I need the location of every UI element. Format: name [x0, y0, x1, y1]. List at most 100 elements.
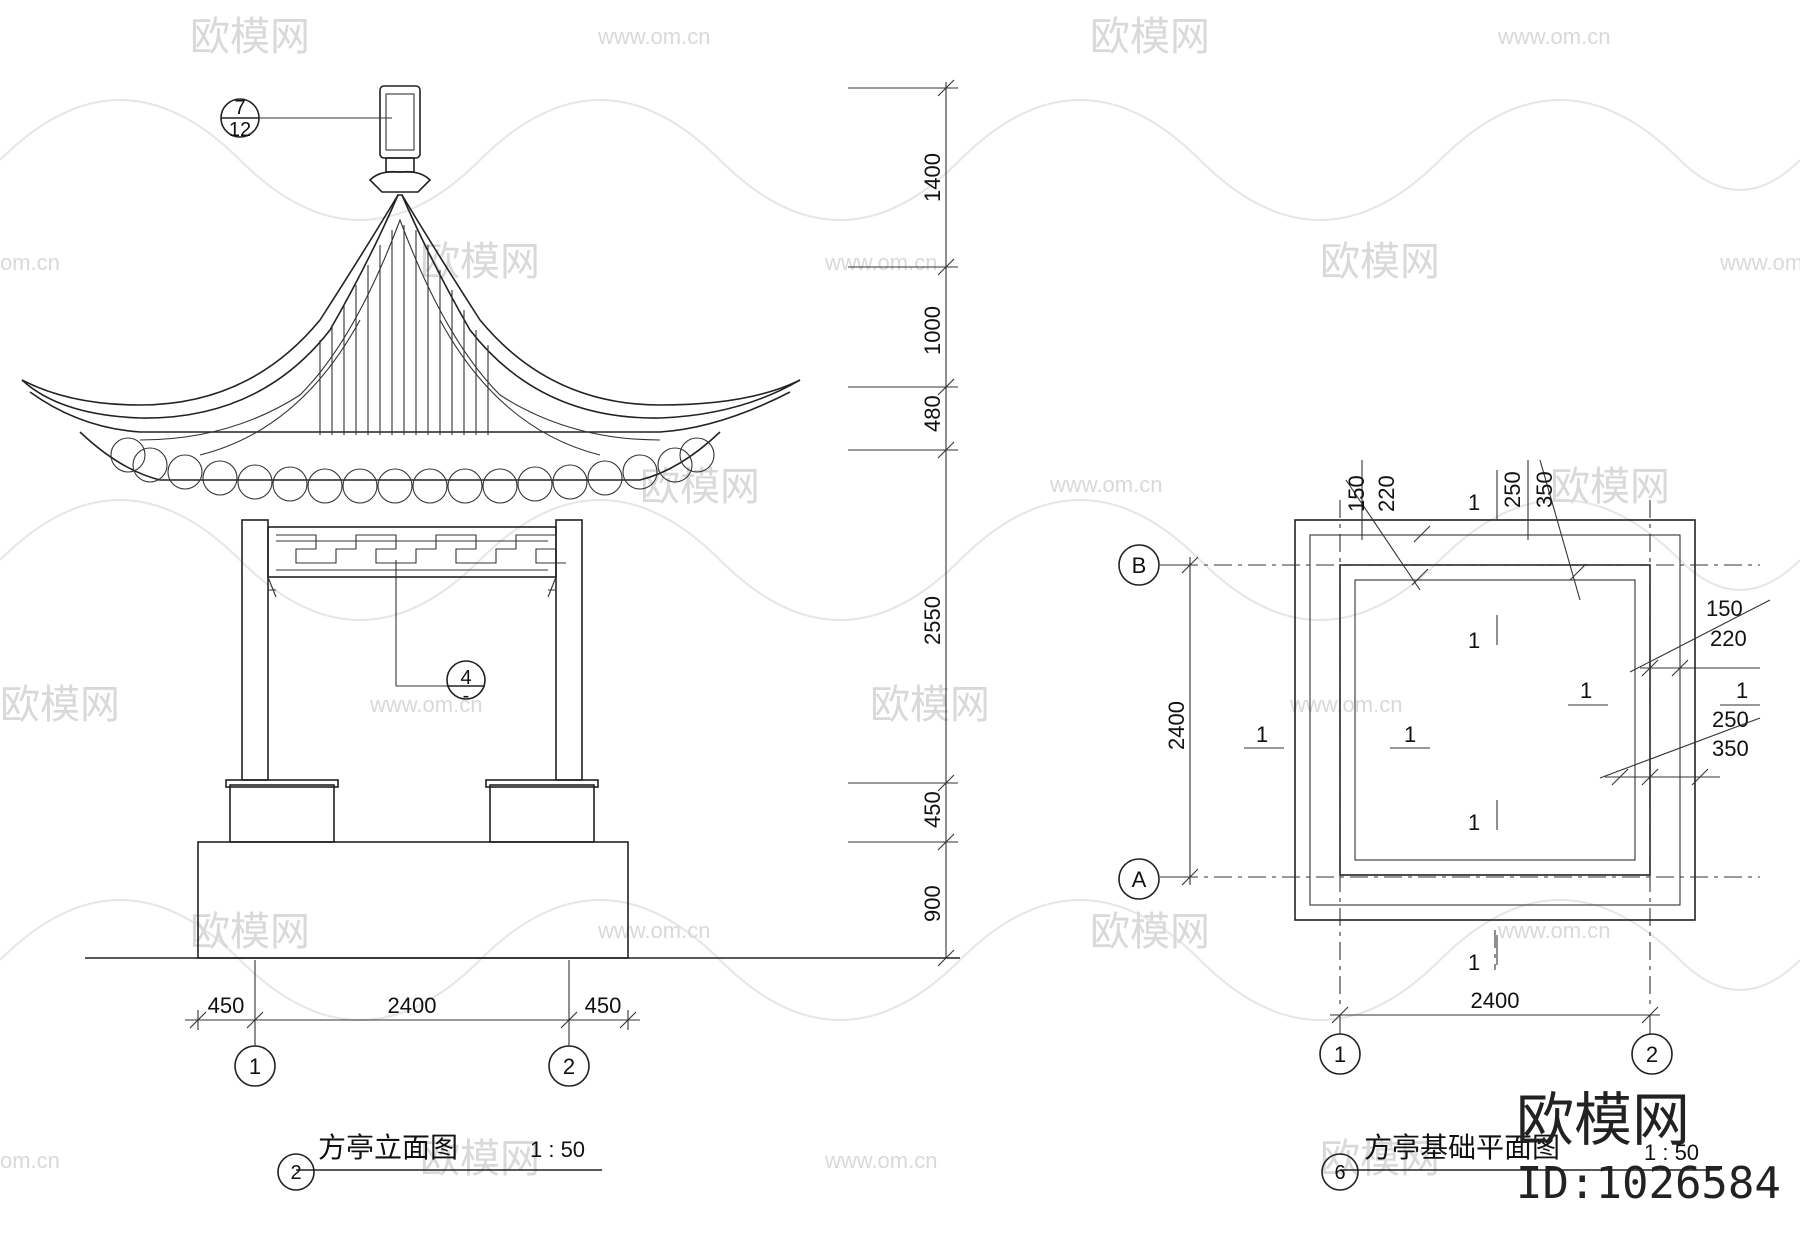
- watermark-logo: 欧模网: [1320, 240, 1440, 284]
- plan-dims-top-left: [1345, 460, 1431, 591]
- watermark-url: www.om.cn: [824, 1148, 937, 1173]
- elevation-vertical-dims: 1400 1000 480 2550 450 900: [848, 79, 958, 967]
- roof-finial: [368, 85, 432, 193]
- watermark-logo: 欧模网: [420, 240, 540, 284]
- dim-900: 900: [920, 885, 945, 922]
- axis-label-A: A: [1132, 867, 1147, 892]
- plinth-base: [197, 841, 629, 959]
- watermark-url: www.om.cn: [1497, 918, 1610, 943]
- dim-2550: 2550: [920, 596, 945, 645]
- footing-inner: [1339, 564, 1651, 876]
- watermark-logo: 欧模网: [420, 1137, 540, 1181]
- watermark-url: www.om.cn: [597, 918, 710, 943]
- plan-dims-right-upper: [1629, 599, 1771, 677]
- dim-1000: 1000: [920, 306, 945, 355]
- watermark-url: www.om.cn: [1049, 472, 1162, 497]
- plan-drawing-no: 6: [1334, 1162, 1345, 1184]
- watermark-url: www.om.cn: [1719, 250, 1800, 275]
- dim-450: 450: [920, 791, 945, 828]
- section-mark: 1: [1736, 678, 1748, 703]
- plan-title: 方亭基础平面图: [1364, 1131, 1560, 1164]
- column-base-left: [229, 784, 335, 843]
- elevation-title: 方亭立面图: [318, 1131, 458, 1164]
- axis-bubble-1: [234, 1045, 276, 1087]
- watermark-logo: 欧模网: [0, 683, 120, 727]
- axis-bubble-2: [548, 1045, 590, 1087]
- plan-scale: 1 : 50: [1644, 1140, 1699, 1165]
- elevation-scale: 1 : 50: [530, 1137, 585, 1162]
- watermark-logo: 欧模网: [1550, 465, 1670, 509]
- plan-dim-height: 2400: [1164, 701, 1189, 750]
- dim-450-left: 450: [208, 993, 245, 1018]
- plan-dims-top-right: [1527, 459, 1587, 601]
- column-right: [555, 519, 583, 781]
- dim-480: 480: [920, 395, 945, 432]
- column-base-right: [489, 784, 595, 843]
- section-mark: 1: [1256, 722, 1268, 747]
- watermark-url: om.cn: [0, 250, 60, 275]
- watermark-layer: 欧模网 欧模网 www.om.cn www.om.cn 欧模网 欧模网 om.c…: [0, 15, 1800, 1181]
- plan-dim-width: 2400: [1471, 988, 1520, 1013]
- callout-top-num: 7: [234, 97, 245, 119]
- axis-bubble-A: [1118, 858, 1160, 900]
- elevation-drawing-no: 2: [290, 1162, 301, 1184]
- dim-450-right: 450: [585, 993, 622, 1018]
- watermark-url: www.om.cn: [597, 24, 710, 49]
- axis-label-2: 2: [563, 1054, 575, 1079]
- callout-top-sheet: 12: [229, 119, 251, 141]
- watermark-logo: 欧模网: [1090, 15, 1210, 59]
- watermark-url: www.om.cn: [1497, 24, 1610, 49]
- plan-dim-right-220: 220: [1710, 626, 1747, 651]
- callout-mid-sheet: -: [463, 685, 470, 707]
- section-mark: 1: [1468, 810, 1480, 835]
- plan-dim-350: 350: [1532, 471, 1557, 508]
- plan-dim-right-150: 150: [1706, 596, 1743, 621]
- watermark-url: om.cn: [0, 1148, 60, 1173]
- roof-tile-ends: [110, 437, 715, 504]
- foundation-plan: 1 1 1 1 1 1 1 1 2400 B A 2400 1 2: [1118, 459, 1771, 1191]
- section-mark: 1: [1468, 950, 1480, 975]
- plan-dim-250: 250: [1500, 471, 1525, 508]
- lattice-frieze: [267, 526, 566, 598]
- watermark-logo: 欧模网: [870, 683, 990, 727]
- plan-dim-220: 220: [1374, 475, 1399, 512]
- footing-outer: [1294, 519, 1696, 921]
- dim-2400: 2400: [388, 993, 437, 1018]
- plan-axis-bubble-1: [1319, 1033, 1361, 1075]
- brand-stamp: 欧模网 ID:1026584: [1516, 1086, 1781, 1209]
- elevation-title-block: 方亭立面图 1 : 50 2: [277, 1131, 602, 1191]
- plan-dim-150: 150: [1344, 475, 1369, 512]
- watermark-logo: 欧模网: [190, 910, 310, 954]
- plan-title-block: 方亭基础平面图 1 : 50 6: [1321, 1131, 1720, 1191]
- plan-axis-label-2: 2: [1646, 1042, 1658, 1067]
- plan-dim-right-350: 350: [1712, 736, 1749, 761]
- plan-dim-right-250: 250: [1712, 707, 1749, 732]
- section-mark: 1: [1404, 722, 1416, 747]
- pavilion-roof: [21, 85, 801, 504]
- axis-bubble-B: [1118, 544, 1160, 586]
- plan-axis-label-1: 1: [1334, 1042, 1346, 1067]
- section-mark: 1: [1468, 490, 1480, 515]
- dim-1400: 1400: [920, 153, 945, 202]
- brand-id: ID:1026584: [1516, 1158, 1781, 1209]
- watermark-logo: 欧模网: [1320, 1137, 1440, 1181]
- axis-label-1: 1: [249, 1054, 261, 1079]
- watermark-url: www.om.cn: [369, 692, 482, 717]
- axis-label-B: B: [1132, 553, 1147, 578]
- detail-callout-mid: 4 -: [395, 560, 486, 707]
- column-left: [241, 519, 269, 781]
- elevation-horizontal-dims: 450 2400 450 1 2: [185, 960, 640, 1087]
- watermark-url: www.om.cn: [1289, 692, 1402, 717]
- plan-axis-bubble-2: [1631, 1033, 1673, 1075]
- plan-dims-right-lower: [1599, 717, 1761, 786]
- section-mark: 1: [1580, 678, 1592, 703]
- pavilion-elevation: 7 12 4 - 1400 1000 480: [21, 79, 960, 1191]
- detail-callout-top: 7 12: [220, 97, 392, 141]
- watermark-logo: 欧模网: [190, 15, 310, 59]
- callout-mid-num: 4: [460, 667, 471, 689]
- section-mark: 1: [1468, 628, 1480, 653]
- watermark-logo: 欧模网: [1090, 910, 1210, 954]
- brand-name: 欧模网: [1516, 1086, 1690, 1154]
- watermark-url: www.om.cn: [824, 250, 937, 275]
